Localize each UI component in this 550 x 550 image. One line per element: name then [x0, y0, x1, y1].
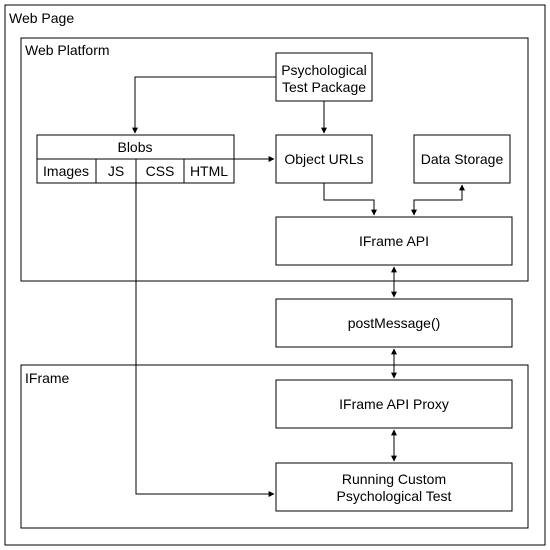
blobs-to-running-test-arrow — [135, 183, 275, 497]
iframe-api-label: IFrame API — [359, 233, 429, 249]
iframe-api-data-storage-arrow — [411, 184, 465, 216]
post-message-box — [275, 298, 513, 348]
blobs-title: Blobs — [117, 139, 152, 155]
package-to-blobs-arrow — [132, 76, 276, 134]
iframe-frame — [20, 364, 529, 529]
running-test-box — [275, 462, 513, 512]
blob-css: CSS — [146, 163, 175, 179]
blob-js: JS — [108, 163, 124, 179]
running-test-label-line1: Running Custom — [342, 471, 446, 487]
web-platform-frame — [20, 37, 529, 282]
object-urls-label: Object URLs — [284, 151, 363, 167]
data-storage-box — [413, 134, 511, 184]
web-page-label: Web Page — [9, 10, 74, 26]
web-platform-label: Web Platform — [25, 42, 110, 58]
package-label-line1: Psychological — [281, 62, 367, 78]
post-message-label: postMessage() — [348, 315, 441, 331]
iframe-api-box — [275, 216, 513, 266]
object-urls-box — [275, 134, 373, 184]
blob-html: HTML — [190, 163, 228, 179]
package-label-line2: Test Package — [282, 79, 366, 95]
data-storage-label: Data Storage — [421, 151, 504, 167]
iframe-api-proxy-box — [275, 379, 513, 429]
iframe-label: IFrame — [25, 370, 70, 386]
object-urls-to-iframe-api-arrow — [323, 183, 377, 216]
blob-images: Images — [43, 163, 89, 179]
running-test-label-line2: Psychological Test — [337, 488, 452, 504]
web-page-frame — [4, 4, 546, 546]
iframe-api-proxy-label: IFrame API Proxy — [339, 396, 449, 412]
